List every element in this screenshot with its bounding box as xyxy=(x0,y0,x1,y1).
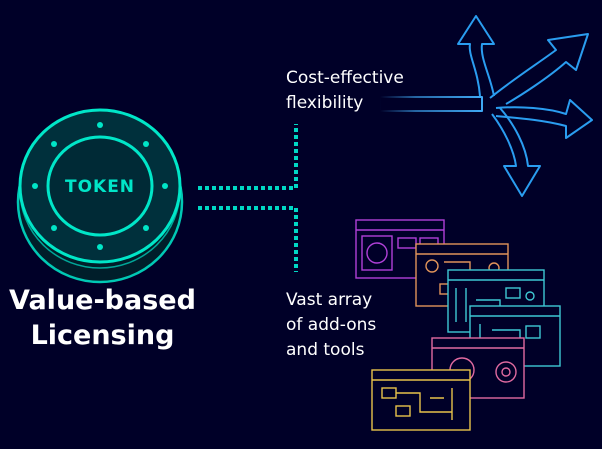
coin-dot xyxy=(97,244,103,250)
coin-dot xyxy=(143,225,149,231)
add-ons-label: Vast array of add-ons and tools xyxy=(286,288,376,363)
feature-2-line-1: Vast array xyxy=(286,290,373,310)
coin-dot xyxy=(51,225,57,231)
coin-edge-line-1 xyxy=(19,189,181,269)
feature-2-line-2: of add-ons xyxy=(286,315,377,335)
arrow-right xyxy=(495,99,593,139)
arrow-down xyxy=(491,107,541,197)
heading-line-1: Value-based xyxy=(9,285,196,316)
coin-dot xyxy=(97,122,103,128)
coin-inner-ring xyxy=(46,135,154,237)
token-coin: TOKEN xyxy=(16,108,184,284)
arrow-up xyxy=(457,15,495,97)
coin-dot xyxy=(32,183,38,189)
feature-2-line-3: and tools xyxy=(286,340,365,360)
feature-1-line-2: flexibility xyxy=(286,93,364,113)
window-yellow xyxy=(371,369,471,431)
arrow-shaft xyxy=(379,96,483,112)
app-windows-icon xyxy=(355,219,561,431)
feature-1-line-1: Cost-effective xyxy=(286,68,404,88)
token-label: TOKEN xyxy=(65,177,135,197)
coin-dot xyxy=(143,141,149,147)
coin-dot xyxy=(51,141,57,147)
connector-bottom xyxy=(198,206,298,272)
diverging-arrows-icon xyxy=(379,15,593,197)
connector-lines xyxy=(198,124,298,272)
connector-top xyxy=(198,124,298,190)
value-based-licensing-heading: Value-based Licensing xyxy=(0,283,205,353)
cost-effective-label: Cost-effective flexibility xyxy=(286,66,404,116)
heading-line-2: Licensing xyxy=(30,320,175,351)
coin-dot xyxy=(162,183,168,189)
arrow-up-right xyxy=(489,33,589,105)
